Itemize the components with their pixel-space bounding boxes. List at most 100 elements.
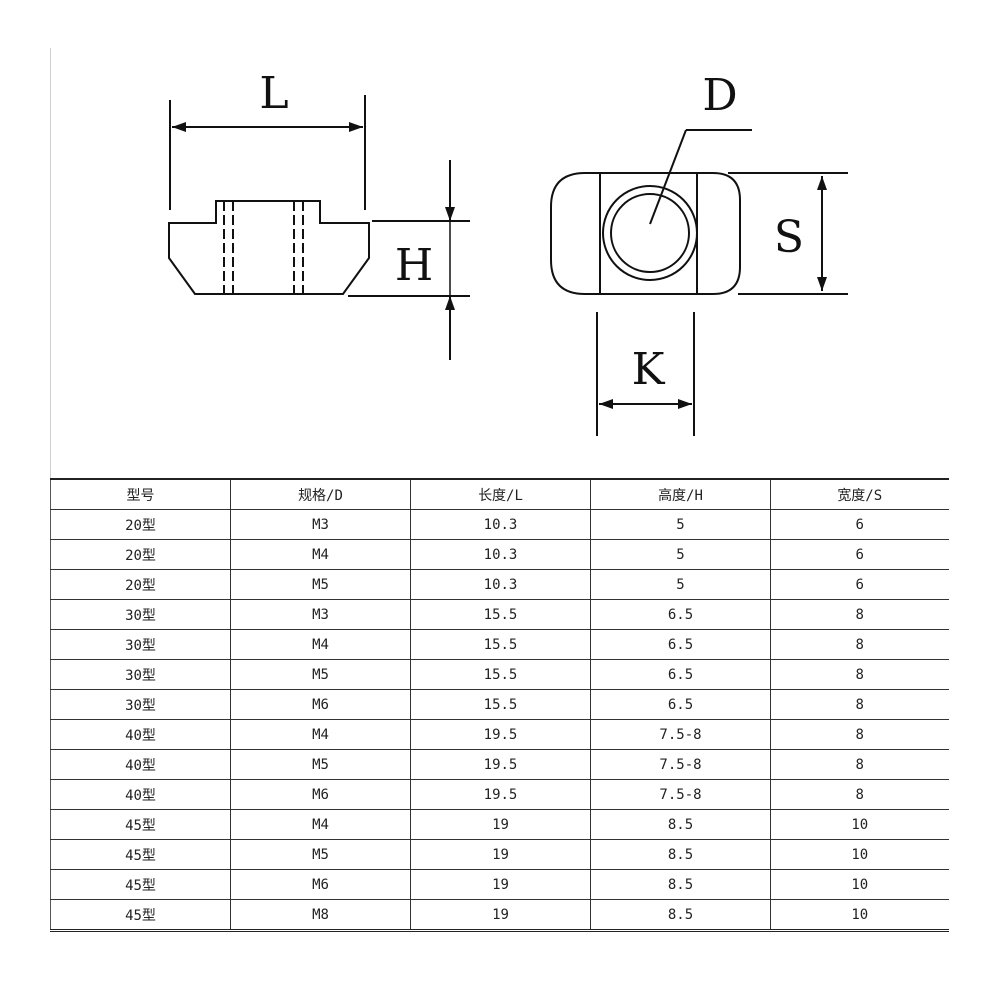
spec-table: 型号 规格/D 长度/L 高度/H 宽度/S 20型 M3 10.3 5 6 2… — [50, 478, 949, 932]
top-view-outline — [550, 172, 741, 295]
cell-width: 8 — [770, 599, 949, 630]
cell-model: 45型 — [50, 869, 231, 900]
cell-width: 6 — [770, 569, 949, 600]
cell-length: 19.5 — [410, 719, 591, 750]
header-model: 型号 — [50, 478, 231, 510]
header-height-h: 高度/H — [590, 478, 771, 510]
top-view — [550, 129, 848, 436]
cell-width: 8 — [770, 779, 949, 810]
leader-line-D — [649, 129, 687, 225]
cell-length: 19 — [410, 899, 591, 932]
cell-spec: M6 — [230, 779, 411, 810]
cell-height: 7.5-8 — [590, 779, 771, 810]
left-border-line — [50, 48, 51, 478]
cell-height: 6.5 — [590, 599, 771, 630]
cell-length: 10.3 — [410, 539, 591, 570]
side-view-outline — [168, 200, 370, 295]
cell-model: 20型 — [50, 509, 231, 540]
cell-width: 6 — [770, 509, 949, 540]
cell-spec: M5 — [230, 569, 411, 600]
cell-height: 7.5-8 — [590, 719, 771, 750]
cell-width: 10 — [770, 839, 949, 870]
cell-width: 8 — [770, 629, 949, 660]
side-view — [168, 95, 470, 360]
cell-spec: M5 — [230, 659, 411, 690]
label-L: L — [259, 68, 288, 119]
cell-height: 6.5 — [590, 629, 771, 660]
table-row: 30型 M3 15.5 6.5 8 — [50, 599, 949, 630]
cell-model: 40型 — [50, 779, 231, 810]
cell-length: 15.5 — [410, 689, 591, 720]
cell-length: 19 — [410, 809, 591, 840]
cell-width: 10 — [770, 899, 949, 932]
cell-height: 8.5 — [590, 839, 771, 870]
header-spec-d: 规格/D — [230, 478, 411, 510]
cell-spec: M3 — [230, 509, 411, 540]
cell-model: 30型 — [50, 629, 231, 660]
table-row: 20型 M4 10.3 5 6 — [50, 539, 949, 570]
label-K: K — [632, 344, 666, 395]
cell-height: 8.5 — [590, 899, 771, 932]
cell-width: 8 — [770, 659, 949, 690]
cell-height: 5 — [590, 569, 771, 600]
table-row: 20型 M5 10.3 5 6 — [50, 569, 949, 600]
label-H: H — [395, 240, 433, 291]
cell-spec: M4 — [230, 629, 411, 660]
threaded-hole-outer — [602, 185, 698, 281]
cell-spec: M4 — [230, 539, 411, 570]
cell-width: 10 — [770, 809, 949, 840]
cell-height: 6.5 — [590, 659, 771, 690]
header-length-l: 长度/L — [410, 478, 591, 510]
cell-height: 8.5 — [590, 869, 771, 900]
table-row: 20型 M3 10.3 5 6 — [50, 509, 949, 540]
cell-model: 30型 — [50, 599, 231, 630]
cell-spec: M5 — [230, 839, 411, 870]
table-row: 40型 M5 19.5 7.5-8 8 — [50, 749, 949, 780]
cell-spec: M6 — [230, 869, 411, 900]
table-row: 30型 M5 15.5 6.5 8 — [50, 659, 949, 690]
cell-width: 8 — [770, 719, 949, 750]
threaded-hole-inner — [610, 193, 690, 273]
table-row: 45型 M6 19 8.5 10 — [50, 869, 949, 900]
cell-model: 40型 — [50, 749, 231, 780]
cell-spec: M6 — [230, 689, 411, 720]
cell-length: 10.3 — [410, 509, 591, 540]
cell-spec: M5 — [230, 749, 411, 780]
cell-length: 15.5 — [410, 659, 591, 690]
t-nut-technical-drawing: L H D S K — [168, 68, 848, 436]
cell-model: 30型 — [50, 659, 231, 690]
cell-width: 8 — [770, 689, 949, 720]
table-row: 40型 M4 19.5 7.5-8 8 — [50, 719, 949, 750]
cell-length: 15.5 — [410, 599, 591, 630]
table-row: 45型 M5 19 8.5 10 — [50, 839, 949, 870]
cell-model: 20型 — [50, 569, 231, 600]
table-row: 40型 M6 19.5 7.5-8 8 — [50, 779, 949, 810]
cell-height: 5 — [590, 509, 771, 540]
cell-spec: M3 — [230, 599, 411, 630]
cell-length: 19.5 — [410, 749, 591, 780]
table-header-row: 型号 规格/D 长度/L 高度/H 宽度/S — [50, 478, 949, 510]
cell-height: 5 — [590, 539, 771, 570]
cell-height: 8.5 — [590, 809, 771, 840]
cell-length: 19.5 — [410, 779, 591, 810]
cell-length: 19 — [410, 869, 591, 900]
table-row: 45型 M8 19 8.5 10 — [50, 899, 949, 932]
cell-model: 45型 — [50, 899, 231, 932]
cell-model: 45型 — [50, 839, 231, 870]
label-D: D — [702, 70, 737, 121]
cell-height: 6.5 — [590, 689, 771, 720]
cell-spec: M8 — [230, 899, 411, 932]
table-row: 30型 M4 15.5 6.5 8 — [50, 629, 949, 660]
cell-length: 15.5 — [410, 629, 591, 660]
cell-model: 40型 — [50, 719, 231, 750]
cell-spec: M4 — [230, 719, 411, 750]
header-width-s: 宽度/S — [770, 478, 949, 510]
cell-width: 6 — [770, 539, 949, 570]
table-row: 45型 M4 19 8.5 10 — [50, 809, 949, 840]
cell-model: 30型 — [50, 689, 231, 720]
cell-width: 8 — [770, 749, 949, 780]
cell-length: 10.3 — [410, 569, 591, 600]
cell-height: 7.5-8 — [590, 749, 771, 780]
cell-width: 10 — [770, 869, 949, 900]
table-row: 30型 M6 15.5 6.5 8 — [50, 689, 949, 720]
